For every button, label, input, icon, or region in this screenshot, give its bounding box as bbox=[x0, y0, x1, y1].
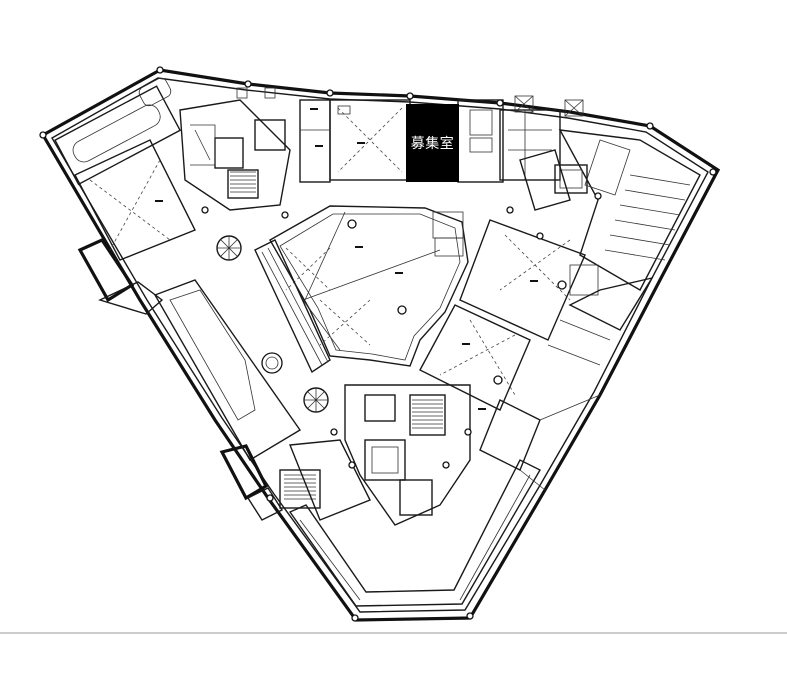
southeast-corridor bbox=[479, 319, 611, 491]
building-outline bbox=[40, 68, 721, 622]
available-unit-label: 募集室 bbox=[410, 136, 455, 152]
east-offices bbox=[419, 219, 586, 411]
available-unit-highlight[interactable]: 募集室 bbox=[406, 104, 459, 182]
central-atrium bbox=[269, 205, 469, 367]
northwest-core bbox=[179, 99, 291, 211]
structural-columns bbox=[39, 66, 717, 622]
northeast-wing bbox=[519, 129, 701, 331]
room-tags bbox=[155, 108, 538, 410]
south-core bbox=[279, 384, 471, 526]
west-wing-room bbox=[54, 77, 196, 261]
west-lobby bbox=[153, 235, 331, 461]
